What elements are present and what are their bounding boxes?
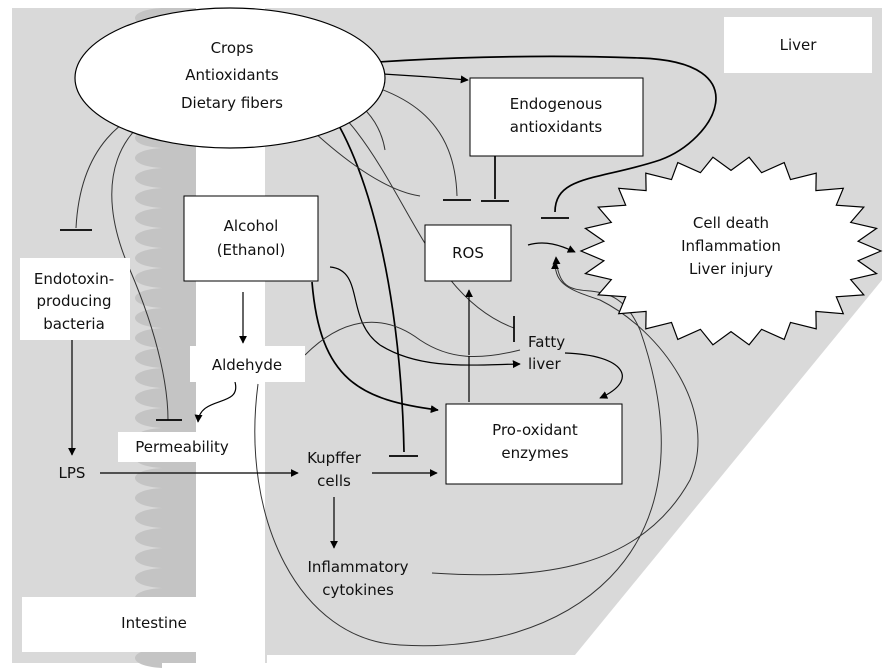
node-intestine: Intestine xyxy=(22,597,260,652)
node-endogenous-antioxidants: Endogenous antioxidants xyxy=(469,77,644,157)
edge-ros-to-celldeath xyxy=(527,242,576,253)
edge-alcohol-to-prooxidant xyxy=(311,281,439,414)
node-endotoxin-bacteria: Endotoxin- producing bacteria xyxy=(20,258,130,340)
label-intestine: Intestine xyxy=(121,614,187,632)
edge-antioxidants-inhibit-celldeath xyxy=(289,55,717,213)
label-kupffer-1: Kupffer xyxy=(307,449,362,467)
label-bacteria-3: bacteria xyxy=(43,315,105,333)
node-permeability: Permeability xyxy=(118,432,246,462)
label-endogenous-1: Endogenous xyxy=(510,95,603,113)
label-prooxidant-2: enzymes xyxy=(501,444,568,462)
node-lps: LPS xyxy=(59,464,86,482)
label-antioxidants: Antioxidants xyxy=(185,66,279,84)
node-pro-oxidant-enzymes: Pro-oxidant enzymes xyxy=(445,403,623,485)
label-lps: LPS xyxy=(59,464,86,482)
label-liver: Liver xyxy=(780,36,818,54)
node-kupffer-cells: Kupffer cells xyxy=(307,449,362,490)
label-alcohol-1: Alcohol xyxy=(224,217,279,235)
label-ros: ROS xyxy=(452,244,484,262)
label-cytokines-2: cytokines xyxy=(322,581,394,599)
edge-aldehyde-fatty-thin xyxy=(304,321,521,357)
label-alcohol-2: (Ethanol) xyxy=(217,241,286,259)
node-aldehyde: Aldehyde xyxy=(190,346,305,382)
node-liver: Liver xyxy=(724,17,872,73)
edge-alcohol-to-fatty xyxy=(329,266,521,369)
label-cell-death: Cell death xyxy=(693,214,769,232)
label-fatty-1: Fatty xyxy=(528,333,565,351)
label-inflammation: Inflammation xyxy=(681,237,781,255)
label-bacteria-1: Endotoxin- xyxy=(34,270,114,288)
label-liver-injury: Liver injury xyxy=(689,260,773,278)
label-fatty-2: liver xyxy=(528,355,561,373)
label-kupffer-2: cells xyxy=(317,472,351,490)
node-inflammatory-cytokines: Inflammatory cytokines xyxy=(307,558,408,599)
edge-fatty-to-prooxidant xyxy=(564,352,623,399)
node-crops-ellipse xyxy=(74,7,386,149)
label-endogenous-2: antioxidants xyxy=(510,118,603,136)
node-ros: ROS xyxy=(424,224,512,282)
node-alcohol: Alcohol (Ethanol) xyxy=(183,195,319,282)
label-bacteria-2: producing xyxy=(36,292,111,310)
edge-aldehyde-to-permeability xyxy=(194,381,237,423)
label-prooxidant-1: Pro-oxidant xyxy=(492,421,578,439)
edge-cytokines-to-celldeath xyxy=(431,261,699,576)
label-dietary-fibers: Dietary fibers xyxy=(181,94,283,112)
label-crops: Crops xyxy=(211,39,254,57)
label-permeability: Permeability xyxy=(135,438,229,456)
node-outcome-starburst xyxy=(579,156,883,346)
label-cytokines-1: Inflammatory xyxy=(307,558,408,576)
edges xyxy=(60,55,717,647)
node-fatty-liver: Fatty liver xyxy=(528,333,565,373)
label-aldehyde: Aldehyde xyxy=(212,356,282,374)
